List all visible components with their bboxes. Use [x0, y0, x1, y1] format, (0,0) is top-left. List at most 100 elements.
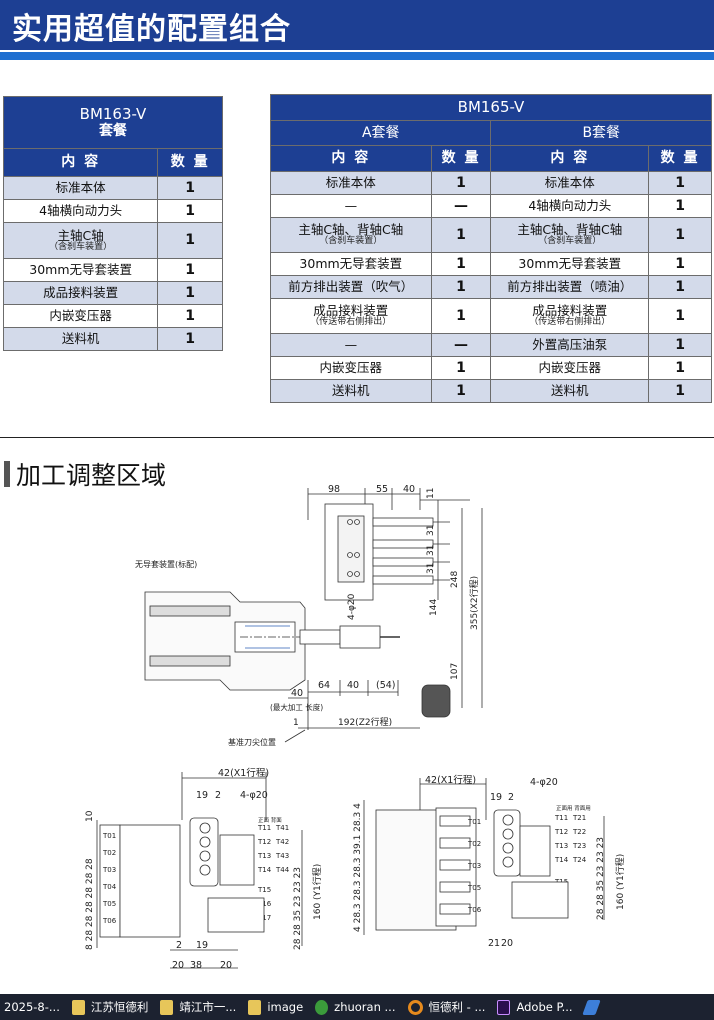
qty-cell: 1 [157, 327, 223, 351]
item-text: 送料机 [551, 383, 589, 399]
section-divider [0, 437, 714, 438]
tool-label: T22 [572, 828, 586, 836]
dim-31-c: 31 [426, 563, 436, 574]
content-cell-b: 送料机 [490, 379, 650, 403]
dim-64: 64 [318, 680, 330, 691]
qty-cell-a: 1 [430, 298, 492, 334]
dims-right-col-left: 28 28 35 23 23 23 [293, 867, 303, 950]
bottom-20a-left: 20 [172, 960, 184, 971]
content-cell: 4轴横向动力头 [2, 199, 159, 223]
content-cell-a: 标准本体 [270, 171, 432, 195]
item-text: 外置高压油泵 [532, 337, 608, 353]
taskbar-item[interactable]: zhuoran ... [311, 994, 403, 1020]
content-cell-b: 内嵌变压器 [490, 356, 650, 380]
dim-355: 355(X2行程) [468, 576, 480, 630]
content-cell-a: 成品接料装置（传送带右侧排出） [270, 298, 432, 334]
folder-icon [248, 999, 262, 1015]
dim-2-left: 2 [215, 790, 221, 801]
item-text: — [344, 198, 358, 214]
dim-11: 11 [426, 488, 436, 499]
taskbar-item[interactable]: Adobe P... [493, 994, 580, 1020]
premiere-icon [497, 999, 511, 1015]
dim-10-left: 10 [85, 810, 95, 822]
tool-label: T14 [257, 866, 272, 874]
dim-1: 1 [293, 718, 299, 728]
item-text: 成品接料装置 [43, 285, 119, 301]
right-drawing: 42(X1行程) 4-φ20 19 2 正面用 背面用 4 28.3 28.3 … [353, 774, 626, 949]
item-text: 30mm无导套装置 [29, 262, 133, 278]
tool-slot [439, 815, 471, 827]
item-text: 标准本体 [544, 175, 595, 191]
content-cell-a: 内嵌变压器 [270, 356, 432, 380]
taskbar-item[interactable]: 靖江市一... [156, 994, 244, 1020]
content-cell: 主轴C轴（含刹车装置） [2, 222, 159, 259]
content-cell-a: 30mm无导套装置 [270, 252, 432, 276]
qty-cell: 1 [157, 199, 223, 223]
taskbar-item[interactable]: 江苏恒德利 [68, 994, 157, 1020]
machining-area-drawing: 98 55 40 11 31 31 31 144 248 355(X2行程) 1… [85, 484, 626, 971]
content-cell: 30mm无导套装置 [2, 258, 159, 282]
folder-icon [71, 999, 85, 1015]
bottom-20b-left: 20 [220, 960, 232, 971]
item-text: 主轴C轴、背轴C轴 [517, 222, 623, 238]
left-drawing: 42(X1行程) 19 2 4-φ20 10 8 28 28 28 28 28 … [85, 767, 323, 971]
dim-55: 55 [376, 484, 388, 495]
tool-label: T44 [275, 866, 290, 874]
item-note: （传送带右侧排出） [529, 317, 611, 328]
section-marker [4, 461, 10, 487]
taskbar-item[interactable]: 2025-8-... [0, 994, 68, 1020]
item-text: 送料机 [61, 331, 100, 347]
bm163-title: BM163-V [79, 104, 147, 123]
dim-40-low: 40 [291, 688, 303, 699]
content-cell-a: — [270, 333, 432, 357]
content-cell-b: 主轴C轴、背轴C轴（含刹车装置） [490, 217, 650, 253]
qty-cell-a: 1 [430, 171, 492, 195]
bottom-20-right: 20 [501, 938, 513, 949]
taskbar-item[interactable]: 恒德利 - ... [404, 994, 494, 1020]
tool-label: T41 [275, 824, 289, 832]
content-cell: 标准本体 [2, 176, 159, 200]
item-text: 送料机 [332, 383, 370, 399]
qty-cell: 1 [157, 222, 223, 259]
bm165-col-content-b: 内 容 [490, 145, 650, 172]
label-bushing: 无导套装置(标配) [135, 559, 197, 569]
qty-cell: 1 [157, 304, 223, 328]
qty-cell-b: 1 [648, 333, 712, 357]
tool-label: T12 [257, 838, 271, 846]
dim-98: 98 [328, 484, 340, 495]
item-text: 标准本体 [55, 180, 106, 196]
item-text: — [344, 337, 358, 353]
page-title: 实用超值的配置组合 [12, 12, 291, 47]
dim-19-right: 19 [490, 792, 502, 803]
bottom-2-left: 2 [176, 940, 182, 951]
taskbar-overflow[interactable] [581, 994, 612, 1020]
title-stripe [0, 52, 714, 60]
taskbar-item[interactable]: image [244, 994, 311, 1020]
tool-label: T21 [572, 814, 586, 822]
tool-label: T05 [467, 884, 481, 892]
head-right: 正面用 背面用 [556, 804, 591, 812]
content-cell-b: 30mm无导套装置 [490, 252, 650, 276]
item-text: 主轴C轴、背轴C轴 [298, 222, 404, 238]
tool-label: T13 [554, 842, 568, 850]
dim-40-top: 40 [403, 484, 415, 495]
tool-label: T24 [572, 856, 587, 864]
phi-right: 4-φ20 [530, 777, 558, 788]
app-icon [581, 999, 601, 1015]
tool-label: T11 [554, 814, 568, 822]
taskbar-item-label: 靖江市一... [179, 1000, 237, 1014]
bm163-col-qty: 数 量 [157, 148, 223, 177]
